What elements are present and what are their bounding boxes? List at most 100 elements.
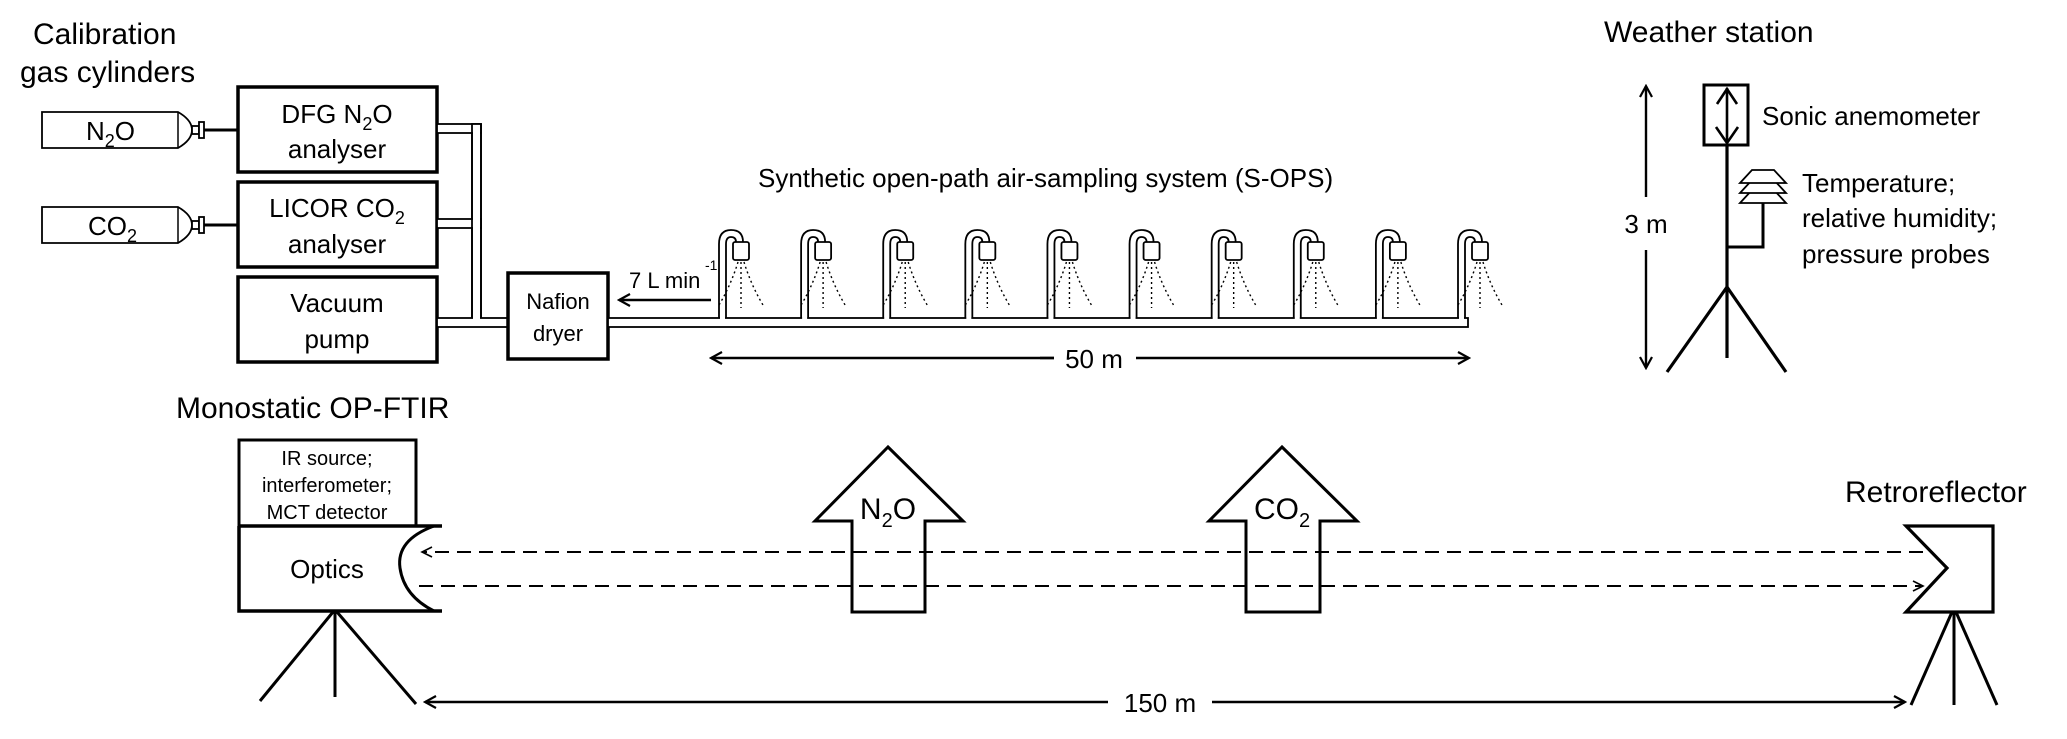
co2-emission-arrow: CO2 — [1205, 444, 1361, 614]
air-plume — [1153, 261, 1175, 306]
ftir-spectrometer-box: IR source; interferometer; MCT detector — [237, 438, 418, 528]
inlet-cap-icon — [814, 241, 833, 261]
weather-tripod — [1665, 286, 1788, 373]
air-inlet — [1210, 229, 1257, 320]
ftir-top-label-line1: IR source; — [281, 448, 372, 470]
co2-cylinder-label: CO2 — [88, 211, 137, 246]
n2o-cylinder: N2O — [41, 111, 238, 151]
air-inlet — [1374, 229, 1421, 320]
inlet-cap-icon — [1142, 241, 1161, 261]
flow-rate-exponent: -1 — [705, 257, 718, 273]
inlet-cap-icon — [978, 241, 997, 261]
probes-label-line3: pressure probes — [1802, 239, 1990, 269]
air-inlet — [718, 229, 764, 320]
air-plume — [989, 261, 1010, 306]
ftir-top-label-line3: MCT detector — [267, 502, 388, 524]
air-plume — [743, 261, 764, 306]
air-inlet — [1046, 229, 1093, 320]
air-inlet — [800, 229, 846, 320]
air-plume — [1318, 261, 1339, 306]
inlet-array — [718, 229, 1503, 320]
inlet-cap-icon — [1060, 241, 1079, 261]
flow-rate-label: 7 L min — [629, 268, 700, 293]
inlet-cap-icon — [1224, 241, 1243, 261]
air-inlet — [1457, 229, 1503, 320]
n2o-emission-label: N2O — [860, 493, 916, 532]
air-plume — [1482, 261, 1503, 306]
air-plume — [1046, 261, 1068, 306]
sops-title: Synthetic open-path air-sampling system … — [758, 163, 1333, 193]
instrument-stack: DFG N2O analyser LICOR CO2 analyser Vacu… — [236, 85, 610, 364]
air-plume — [1457, 261, 1478, 306]
sops-section: Synthetic open-path air-sampling system … — [607, 163, 1503, 374]
n2o-emission-arrow: N2O — [811, 444, 967, 614]
co2-cylinder: CO2 — [41, 206, 238, 246]
air-inlet — [1128, 229, 1175, 320]
air-plume — [1293, 261, 1314, 306]
vacuum-pump: Vacuum pump — [236, 275, 439, 364]
valve-icon — [191, 125, 200, 135]
ftir-tripod — [258, 611, 418, 705]
sampling-tube — [607, 317, 1469, 328]
probes-label-line2: relative humidity; — [1802, 203, 1997, 233]
concave-mirror-icon — [398, 524, 435, 613]
air-plume — [825, 261, 846, 306]
sonic-path-up-icon — [1715, 86, 1739, 105]
inlet-cap-icon — [896, 241, 915, 261]
manifold-pipes — [436, 123, 509, 328]
air-plume — [1375, 261, 1396, 306]
air-plume — [882, 261, 903, 306]
air-plume — [800, 261, 821, 306]
calibration-section: Calibration gas cylinders N2O CO2 — [20, 18, 238, 246]
licor-analyser-label-line1: LICOR CO2 — [269, 193, 405, 228]
path-length-label: 150 m — [1124, 688, 1196, 718]
weather-station-section: Weather station 3 m Sonic anemometer Tem… — [1604, 16, 1997, 373]
nafion-dryer-label-line2: dryer — [533, 321, 583, 346]
retroreflector-icon — [1902, 524, 1995, 614]
ftir-title: Monostatic OP-FTIR — [176, 392, 449, 425]
licor-analyser-label-line2: analyser — [288, 229, 387, 259]
sops-length-label: 50 m — [1065, 344, 1123, 374]
n2o-cylinder-label: N2O — [86, 116, 135, 151]
ftir-section: Monostatic OP-FTIR IR source; interferom… — [176, 392, 449, 705]
air-plume — [1236, 261, 1257, 306]
valve-icon — [191, 220, 200, 230]
probes-label-line1: Temperature; — [1802, 168, 1955, 198]
optics-label: Optics — [290, 554, 364, 584]
retroreflector-tripod — [1909, 611, 1999, 706]
calibration-title-line2: gas cylinders — [20, 56, 195, 89]
air-plume — [1128, 261, 1150, 306]
licor-co2-analyser: LICOR CO2 analyser — [236, 180, 439, 269]
calibration-title-line1: Calibration — [33, 18, 176, 51]
co2-emission-label: CO2 — [1254, 493, 1310, 532]
ftir-top-label-line2: interferometer; — [262, 475, 392, 497]
path-length-dimension: 150 m — [425, 686, 1905, 718]
inlet-cap-icon — [1388, 241, 1407, 261]
weather-station-title: Weather station — [1604, 16, 1814, 49]
air-inlet — [964, 229, 1010, 320]
inlet-cap-icon — [732, 241, 750, 261]
air-plume — [718, 261, 739, 306]
air-plume — [1400, 261, 1421, 306]
air-plume — [1211, 261, 1232, 306]
dfg-n2o-analyser: DFG N2O analyser — [236, 85, 439, 174]
inlet-cap-icon — [1471, 241, 1489, 261]
height-label: 3 m — [1624, 209, 1667, 239]
nafion-dryer-label-line1: Nafion — [526, 289, 590, 314]
air-plume — [907, 261, 928, 306]
vacuum-pump-label-line1: Vacuum — [290, 288, 383, 318]
sonic-anemometer-label: Sonic anemometer — [1762, 101, 1981, 131]
retroreflector-title: Retroreflector — [1845, 476, 2027, 509]
radiation-shield-icon — [1727, 169, 1789, 249]
sonic-path-down-icon — [1714, 126, 1740, 146]
inlet-cap-icon — [1306, 241, 1325, 261]
air-inlet — [1292, 229, 1339, 320]
dfg-analyser-label-line2: analyser — [288, 134, 387, 164]
emission-arrows: N2O CO2 — [811, 444, 1361, 614]
retroreflector-section: Retroreflector — [1845, 476, 2027, 706]
dfg-analyser-label-line1: DFG N2O — [281, 99, 392, 134]
nafion-dryer: Nafion dryer — [506, 271, 610, 361]
sonic-anemometer — [1702, 83, 1750, 147]
